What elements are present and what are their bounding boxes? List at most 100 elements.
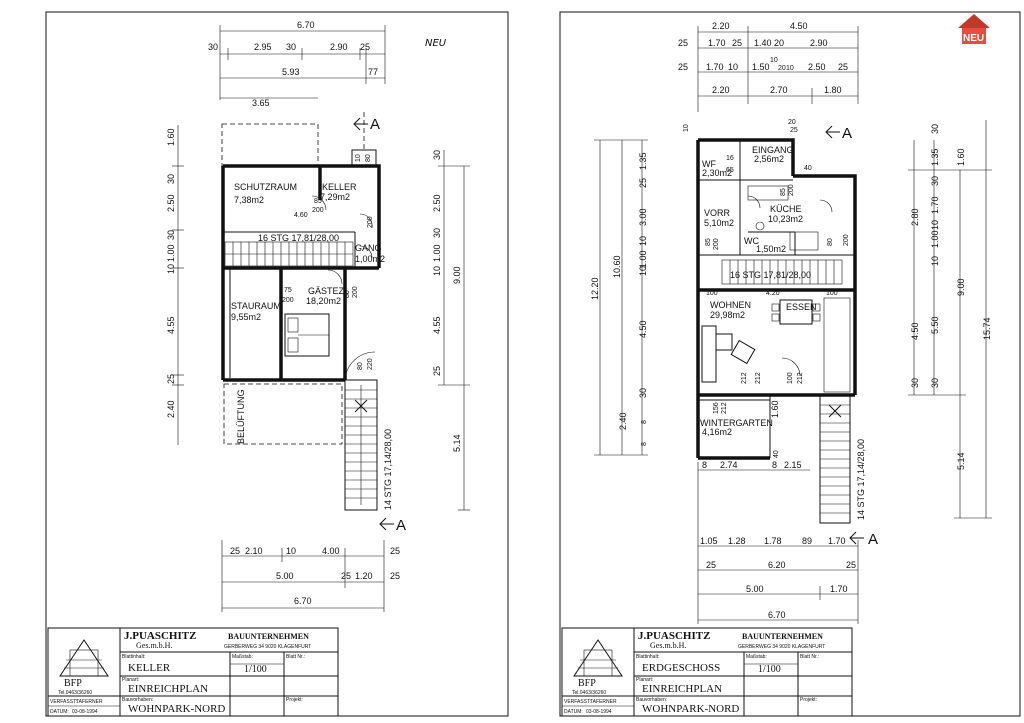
door-mark: 10 xyxy=(355,154,362,162)
dim-label: 6.70 xyxy=(768,610,786,620)
company-logo: BFP xyxy=(59,639,109,689)
section-marker-bottom: A xyxy=(849,531,878,548)
room-name: KELLER xyxy=(322,182,357,192)
left-dimensions: 1.60 30 2.50 30 1.00 10 4.55 25 2.40 xyxy=(166,125,184,445)
room-name: WF xyxy=(702,159,716,169)
dim-label: 89 xyxy=(802,536,812,546)
room-area: 9,55m2 xyxy=(231,312,261,322)
dim-label: 25 xyxy=(706,560,716,570)
dim-label: 1.00 xyxy=(432,244,442,262)
dim-label: 10 xyxy=(770,57,778,64)
section-marker-top: A xyxy=(825,125,852,142)
company-sub: Ges.m.b.H. xyxy=(136,641,172,650)
dim-label: 1.00 xyxy=(930,230,940,248)
logo-text: BFP xyxy=(578,678,596,689)
dim-label: 4.50 xyxy=(910,322,920,340)
door-swing xyxy=(819,199,833,213)
door-mark: 80 xyxy=(827,238,834,246)
stair-label: 16 STG 17,81/28,00 xyxy=(730,270,811,280)
dim-label: 30 xyxy=(910,378,920,388)
dim-label: 77 xyxy=(368,67,378,77)
door-mark: 85 xyxy=(314,198,322,205)
right-dimensions: 30 2.50 30 1.00 10 4.55 25 9.00 5.14 xyxy=(432,150,470,511)
dim-label: 25 xyxy=(390,571,400,581)
door-mark: 200 xyxy=(367,216,374,228)
door-mark: 212 xyxy=(755,372,762,384)
address: GERBERWEG 34 9020 KLAGENFURT xyxy=(224,644,311,650)
dim-label: 30 xyxy=(166,230,176,240)
door-mark: 65 xyxy=(726,167,734,174)
room-name: VORR xyxy=(704,208,731,218)
door-swing xyxy=(781,357,801,377)
logo-text: BFP xyxy=(64,678,82,689)
section-label: A xyxy=(370,116,380,133)
dim-label: 1.70 xyxy=(828,536,846,546)
dim-label: 25 xyxy=(638,178,648,188)
room-area: 4,16m2 xyxy=(702,427,732,437)
door-mark: 220 xyxy=(367,358,374,370)
dim-label: 2.15 xyxy=(784,460,802,470)
dim-label: 25 xyxy=(341,571,351,581)
door-mark: 25 xyxy=(790,127,798,134)
dim-label: 4.50 xyxy=(638,320,648,338)
stair-label: 14 STG 17,14/28,00 xyxy=(856,439,866,520)
door-swing xyxy=(327,269,343,285)
dim-label: 10 xyxy=(786,65,794,72)
dim-label: 2.20 xyxy=(712,21,730,31)
dim-label: 10 xyxy=(638,236,648,246)
dim-label: 8 xyxy=(772,460,777,470)
stair-outside: 14 STG 17,14/28,00 xyxy=(344,351,393,511)
datum: 03-08-1994 xyxy=(586,709,612,715)
dim-label: 20 xyxy=(774,38,784,48)
room-area: 1,50m2 xyxy=(756,244,786,254)
door-mark: 100 xyxy=(706,290,718,297)
company-logo: BFP xyxy=(573,639,623,689)
room-name: GANG xyxy=(355,243,382,253)
door-mark: 212 xyxy=(741,372,748,384)
bottom-dimensions: 25 2.10 10 4.00 25 5.00 25 1.20 25 6.70 xyxy=(221,540,400,612)
dim-label: 1.35 xyxy=(930,148,940,166)
stair-erdgeschoss: 16 STG 17,81/28,00 xyxy=(721,259,843,285)
room-area: 29,98m2 xyxy=(710,310,745,320)
dim-label: 4.50 xyxy=(790,21,808,31)
label-verfasst: VERFASST: xyxy=(50,699,77,705)
dashed-outline xyxy=(221,123,319,167)
dim-label: 25 xyxy=(390,546,400,556)
label-massstab: Maßstab: xyxy=(232,654,253,660)
door-mark: 156 xyxy=(713,402,720,414)
room-area: 2,30m2 xyxy=(702,168,732,178)
company-sub: Ges.m.b.H. xyxy=(650,641,686,650)
verfasst: TAFERNER xyxy=(590,699,617,705)
room-name: GÄSTEZI. xyxy=(308,286,349,296)
dim-label: 6.70 xyxy=(294,596,312,606)
dim-label: 9.00 xyxy=(956,278,966,296)
dim-label: 2.50 xyxy=(432,194,442,212)
room-name: BELÜFTUNG xyxy=(236,389,246,444)
top-dimensions: 2.20 4.50 25 1.70 25 1.40 20 2.90 25 1.7… xyxy=(678,21,859,112)
dim-label: 10 xyxy=(432,266,442,276)
dim-label: 30 xyxy=(286,42,296,52)
dim-label: 2.10 xyxy=(245,546,263,556)
bauvorhaben: WOHNPARK-NORD xyxy=(642,703,739,715)
walls-keller xyxy=(221,149,381,382)
room-area: 2,56m2 xyxy=(754,154,784,164)
dim-label: 1.05 xyxy=(700,536,718,546)
section-marker-top: A xyxy=(353,112,380,150)
label-bauvorhaben: Bauvorhaben: xyxy=(122,697,153,703)
dim-label: 1.70 xyxy=(708,38,726,48)
dim-label: 2.40 xyxy=(166,400,176,418)
dim-label: 10 xyxy=(286,546,296,556)
door-mark: 200 xyxy=(788,184,795,196)
dim-label: 25 xyxy=(838,62,848,72)
firm-type: BAUUNTERNEHMEN xyxy=(228,632,309,641)
room-name: STAURAUM xyxy=(231,301,281,311)
dim-label: 25 xyxy=(678,38,688,48)
phone: Tel.0463/36260 xyxy=(572,690,606,696)
massstab: 1/100 xyxy=(758,664,781,675)
sheet-keller: 6.70 30 2.95 30 2.90 25 5.93 77 3.65 NEU… xyxy=(45,11,509,717)
dim-label: 20 xyxy=(778,65,786,72)
dim-label: 5.50 xyxy=(930,316,940,334)
sheet-erdgeschoss: 2.20 4.50 25 1.70 25 1.40 20 2.90 25 1.7… xyxy=(559,11,1021,717)
door-mark: 40 xyxy=(773,450,780,458)
dim-label: 30 xyxy=(930,176,940,186)
